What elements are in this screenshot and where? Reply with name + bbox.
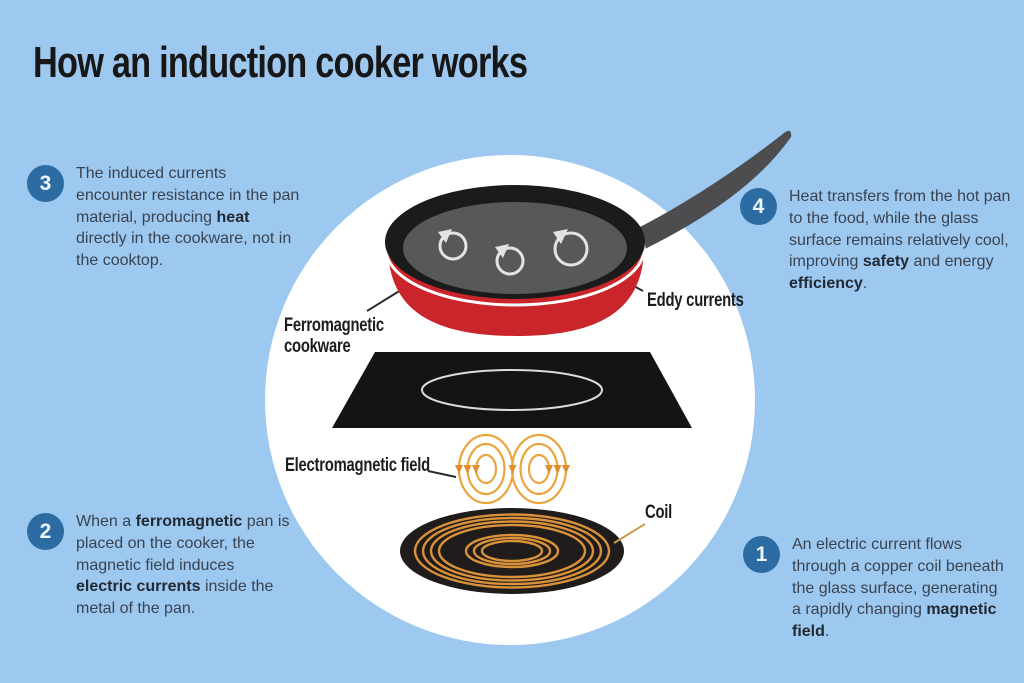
electromagnetic-field-loops (455, 433, 570, 505)
label-coil: Coil (645, 502, 673, 523)
step-2: 2 When a ferromagnetic pan is placed on … (27, 513, 291, 620)
step-3-text: The induced currents encounter resistanc… (76, 165, 300, 269)
coil-illustration (400, 508, 646, 594)
step-3-number-badge: 3 (27, 165, 64, 202)
step-2-text: When a ferromagnetic pan is placed on th… (76, 513, 290, 617)
page-title: How an induction cooker works (33, 38, 528, 87)
step-3: 3 The induced currents encounter resista… (27, 165, 300, 272)
step-1: 1 An electric current flows through a co… (743, 536, 1004, 643)
step-4-text: Heat transfers from the hot pan to the f… (789, 188, 1011, 292)
coil-leader-line (613, 523, 646, 544)
step-4-number-badge: 4 (740, 188, 777, 225)
step-1-number-badge: 1 (743, 536, 780, 573)
step-1-text: An electric current flows through a copp… (792, 536, 1004, 640)
label-electromagnetic-field: Electromagnetic field (285, 455, 430, 476)
pan-handle (614, 130, 792, 258)
field-leader-line (427, 470, 457, 478)
eddy-current-arrows (438, 229, 589, 276)
label-eddy-currents: Eddy currents (647, 290, 744, 311)
pan-illustration (384, 185, 646, 336)
cooktop-zone-ring (421, 369, 603, 411)
step-2-number-badge: 2 (27, 513, 64, 550)
field-direction-arrows (455, 465, 570, 474)
cooktop-surface (332, 352, 692, 428)
step-4: 4 Heat transfers from the hot pan to the… (740, 188, 1019, 295)
label-ferromagnetic-cookware: Ferromagnetic cookware (284, 315, 384, 358)
